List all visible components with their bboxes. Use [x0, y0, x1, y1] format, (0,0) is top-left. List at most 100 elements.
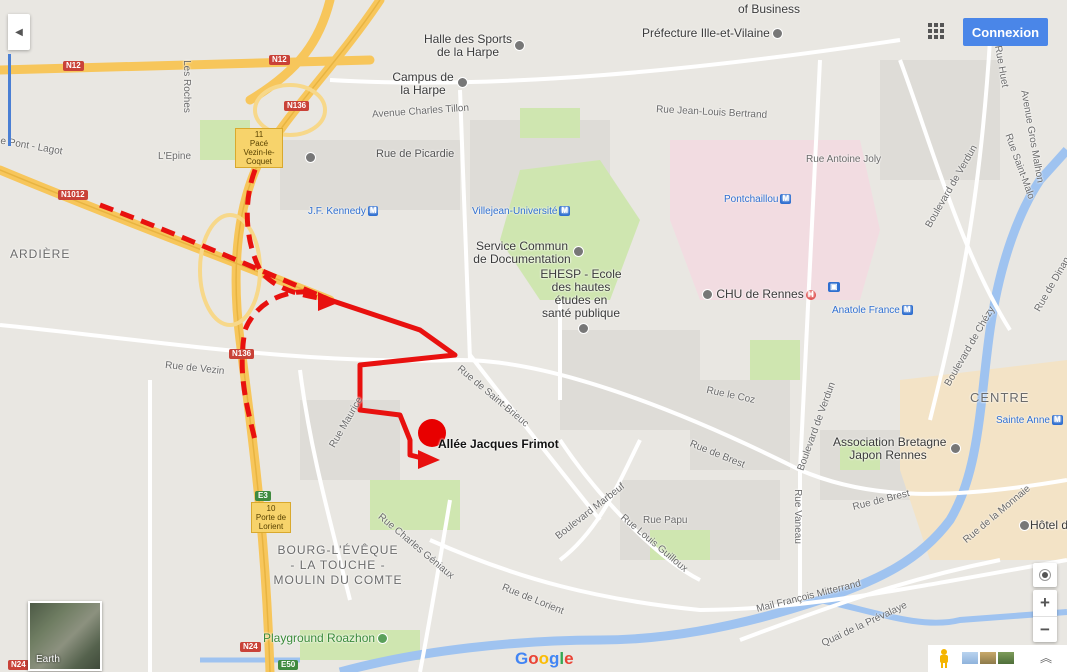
exit-sign-10: 10 Porte de Lorient	[251, 502, 291, 533]
poi-ehesp[interactable]: EHESP - Ecole des hautes études en santé…	[537, 268, 625, 320]
bus-icon: ▣	[828, 282, 840, 292]
road-number-n24: N24	[240, 642, 261, 652]
poi-association[interactable]: Association Bretagne Japon Rennes	[833, 435, 947, 462]
poi-label: Halle des Sports	[423, 32, 513, 46]
poi-label: de la Harpe	[436, 45, 500, 59]
street-vaneau: Rue Vaneau	[791, 489, 803, 544]
logo-letter: g	[549, 649, 560, 668]
road-number-n1012: N1012	[58, 190, 88, 200]
poi-label: études en	[554, 293, 608, 307]
road-number-n24: N24	[8, 660, 29, 670]
poi-icon	[514, 40, 525, 51]
poi-label: Association Bretagne	[833, 435, 947, 449]
metro-icon: M	[559, 206, 571, 217]
road-number-e50: E50	[278, 660, 299, 670]
district-bourg-leveque: BOURG-L'ÉVÊQUE - LA TOUCHE - MOULIN DU C…	[268, 543, 408, 588]
exit-sign-11: 11 Pacé Vezin-le-Coquet	[235, 128, 283, 168]
logo-letter: G	[515, 649, 529, 668]
poi-label: EHESP - Ecole	[540, 267, 622, 281]
poi-service-commun[interactable]: Service Commun de Documentation	[472, 240, 572, 266]
street-picardie: Rue de Picardie	[376, 148, 455, 160]
poi-label: Hôtel d	[1030, 518, 1067, 532]
earth-toggle[interactable]: Earth	[28, 601, 102, 671]
poi-halle-sports[interactable]: Halle des Sports de la Harpe	[423, 33, 513, 59]
poi-icon	[457, 77, 468, 88]
my-location-button[interactable]	[1033, 563, 1057, 587]
poi-label: santé publique	[541, 306, 621, 320]
station-label: Pontchaillou	[724, 194, 779, 205]
road-number-e3: E3	[255, 491, 271, 501]
zoom-out-button[interactable]: −	[1033, 616, 1057, 643]
poi-campus-harpe[interactable]: Campus de la Harpe	[390, 71, 456, 97]
exit-number: 11	[254, 130, 264, 139]
poi-hotel[interactable]: Hôtel d	[1017, 519, 1067, 532]
poi-label: of Business	[738, 2, 801, 16]
poi-label: CHU de Rennes	[716, 287, 804, 301]
station-label: J.F. Kennedy	[308, 206, 366, 217]
poi-label: Service Commun	[475, 239, 569, 253]
apps-grid-icon[interactable]	[928, 23, 944, 39]
exit-number: 10	[266, 504, 276, 513]
pegman-icon[interactable]	[937, 648, 951, 668]
signin-button[interactable]: Connexion	[963, 18, 1048, 46]
metro-icon: M	[1051, 415, 1063, 426]
thumbnail[interactable]	[962, 652, 978, 664]
chevron-left-icon: ◀	[15, 26, 23, 38]
poi-icon	[578, 323, 589, 334]
poi-icon	[573, 246, 584, 257]
exit-destination: Pacé	[249, 139, 269, 148]
poi-icon	[702, 289, 713, 301]
destination-marker[interactable]	[418, 419, 446, 447]
road-number-n136: N136	[284, 101, 310, 111]
poi-label: Préfecture Ille-et-Vilaine	[642, 26, 770, 40]
poi-icon	[305, 152, 316, 163]
poi-label: Playground Roazhon	[263, 631, 376, 645]
district-centre: CENTRE	[970, 390, 1030, 405]
google-logo: Google	[515, 649, 574, 669]
destination-label[interactable]: Allée Jacques Frimot	[438, 437, 559, 451]
street-papu: Rue Papu	[643, 515, 688, 526]
exit-destination: Porte de	[255, 513, 287, 522]
poi-label: la Harpe	[400, 83, 446, 97]
station-label: Anatole France	[832, 305, 900, 316]
poi-icon	[771, 28, 783, 40]
station-label: Villejean-Université	[472, 206, 558, 217]
logo-letter: l	[559, 649, 565, 668]
logo-letter: e	[564, 649, 574, 668]
metro-icon: M	[780, 194, 792, 205]
thumbnail[interactable]	[998, 652, 1014, 664]
poi-playground[interactable]: Playground Roazhon	[263, 631, 389, 645]
logo-letter: o	[538, 649, 550, 668]
expand-icon[interactable]: ︽	[1040, 651, 1053, 665]
metro-icon: M	[901, 305, 913, 316]
earth-label: Earth	[36, 654, 60, 665]
poi-label: Campus de	[392, 70, 454, 84]
poi-icon	[950, 443, 961, 454]
poi-prefecture[interactable]: Préfecture Ille-et-Vilaine	[642, 27, 783, 40]
district-ardiere: ARDIÈRE	[10, 247, 71, 261]
street-roches: Les Roches	[180, 60, 192, 113]
thumbnail[interactable]	[980, 652, 996, 664]
exit-destination: Lorient	[258, 522, 284, 531]
metro-icon: M	[367, 206, 379, 217]
road-number-n12: N12	[269, 55, 290, 65]
poi-business[interactable]: of Business	[738, 3, 800, 16]
imagery-thumbnails[interactable]	[962, 652, 1014, 664]
my-location-icon	[1039, 569, 1051, 581]
zoom-control: + −	[1033, 590, 1057, 642]
collapse-panel-button[interactable]: ◀	[8, 14, 30, 50]
park-icon	[377, 633, 389, 645]
bottom-toolbar	[928, 645, 1067, 672]
logo-letter: o	[528, 649, 539, 668]
zoom-in-button[interactable]: +	[1040, 593, 1050, 612]
poi-label: de Documentation	[473, 252, 571, 266]
hospital-icon: H	[805, 289, 816, 300]
